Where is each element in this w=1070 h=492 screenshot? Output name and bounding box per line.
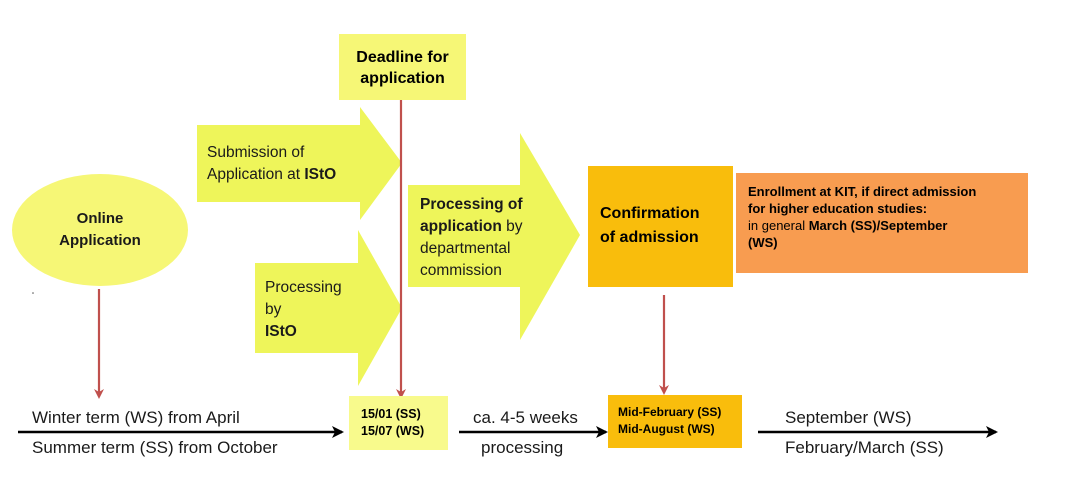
timeline-duration-top: ca. 4-5 weeks [473, 408, 578, 427]
confirmation-line2: of admission [600, 229, 699, 246]
deadline-box: Deadline for application [339, 34, 466, 100]
processing-application-arrow [408, 133, 580, 340]
deadline-line1: Deadline for [356, 49, 449, 66]
submission-arrow [197, 107, 402, 220]
confirmation-line1: Confirmation [600, 205, 700, 222]
enrollment-box: Enrollment at KIT, if direct admission f… [736, 173, 1028, 273]
processing-application-label: Processing of application by departmenta… [420, 196, 523, 279]
confirmation-date-box: Mid-February (SS) Mid-August (WS) [608, 395, 742, 448]
processing-isto-arrow [255, 230, 402, 386]
deadline-date-box: 15/01 (SS) 15/07 (WS) [349, 396, 448, 450]
deadline-line2: application [360, 70, 445, 87]
timeline-start-bottom: Summer term (SS) from October [32, 438, 278, 457]
processing-isto-label: Processing by IStO [265, 279, 342, 340]
timeline-start-top: Winter term (WS) from April [32, 408, 240, 427]
timeline-end-top: September (WS) [785, 408, 912, 427]
online-application-ellipse [12, 174, 188, 286]
online-application-label: Online Application [59, 210, 141, 249]
confirmation-box: Confirmation of admission [588, 166, 733, 287]
stray-dot [32, 292, 34, 294]
timeline-duration-bottom: processing [481, 438, 564, 457]
timeline-end-bottom: February/March (SS) [785, 438, 944, 457]
submission-label: Submission of Application at IStO [207, 144, 337, 183]
